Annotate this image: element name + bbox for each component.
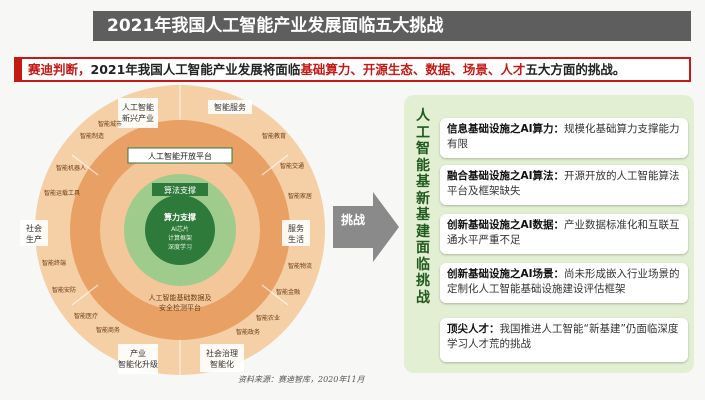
- open-platform-band: [127, 147, 233, 164]
- small-label-15: 智能城市: [98, 120, 122, 128]
- infrastructure-diagram: 人工智能 新兴产业 智能服务 社会 生产 服务 生活 产业 智能化升级 社会治理…: [20, 85, 325, 375]
- compute-line-2: 计算框架: [168, 234, 192, 242]
- small-label-4: 智能终端: [42, 259, 66, 267]
- compute-line-3: 深度学习: [168, 243, 192, 251]
- sector-label-service-life-1: 服务: [288, 223, 304, 233]
- sector-label-service: 智能服务: [214, 102, 246, 112]
- sector-box-social-production: [20, 220, 48, 246]
- arrow-label: 挑战: [340, 213, 365, 227]
- page-title: 2021年我国人工智能产业发展面临五大挑战: [93, 11, 691, 41]
- small-label-14: 智能政务: [236, 328, 260, 336]
- algorithm-band: [152, 183, 208, 196]
- source-note: 资料来源：赛迪智库，2020年11月: [238, 375, 365, 384]
- sector-dividers: [71, 85, 289, 375]
- small-label-10: 智能物流: [288, 262, 312, 270]
- sector-label-upgrade-2: 智能化升级: [118, 359, 158, 369]
- small-label-13: 智能商务: [96, 326, 120, 334]
- small-label-6: 智能医疗: [74, 312, 98, 320]
- challenge-arrow-icon: [333, 192, 399, 262]
- sector-label-social-production-1: 社会: [26, 223, 42, 233]
- challenge-head: 创新基础设施之AI场景：: [447, 268, 565, 280]
- compute-line-1: AI芯片: [171, 225, 189, 233]
- challenge-body: 尚未形成嵌入行业场景的定制化人工智能基础设施建设评估框架: [447, 268, 680, 295]
- small-label-2: 智能机器人: [56, 164, 86, 172]
- judgement-highlight: 基础算力、开源生态、数据、场景、人才: [300, 62, 526, 77]
- challenge-head: 融合基础设施之AI算法：: [447, 170, 565, 182]
- challenge-card-talent: 顶尖人才：我国推进人工智能“新基建”仍面临深度学习人才荒的挑战: [440, 318, 688, 362]
- compute-title: 算力支撑: [164, 212, 196, 222]
- small-label-5: 智能安防: [52, 286, 76, 294]
- small-label-7: 智能教育: [262, 132, 286, 140]
- challenge-head: 信息基础设施之AI算力：: [447, 123, 565, 135]
- data-platform-label-2: 安全检测平台: [159, 303, 201, 312]
- sector-label-governance-2: 智能化: [210, 359, 234, 369]
- judgement-text-2: 五大方面的挑战。: [525, 62, 626, 77]
- challenge-body: 产业数据标准化和互联互通水平严重不足: [447, 219, 680, 246]
- sector-label-emerging-1: 人工智能: [122, 102, 154, 112]
- sector-box-service-life: [282, 220, 310, 246]
- challenge-head: 创新基础设施之AI数据：: [447, 219, 565, 231]
- compute-core: [145, 195, 215, 265]
- small-label-3: 智能运载工具: [44, 189, 80, 197]
- judgement-banner: 赛迪判断，2021年我国人工智能产业发展将面临基础算力、开源生态、数据、场景、人…: [14, 57, 691, 82]
- small-label-9: 智能家居: [288, 192, 312, 200]
- judgement-prefix: 赛迪判断，: [28, 62, 91, 77]
- small-label-1: 智能制造: [80, 132, 104, 140]
- small-label-8: 智能交通: [280, 162, 304, 170]
- small-label-12: 智能农业: [256, 314, 280, 322]
- challenge-head: 顶尖人才：: [447, 323, 500, 335]
- sector-label-upgrade-1: 产业: [130, 348, 146, 358]
- sector-box-emerging: [118, 98, 158, 128]
- judgement-text-1: 2021年我国人工智能产业发展将面临: [90, 62, 301, 77]
- sector-label-service-life-2: 生活: [288, 234, 304, 244]
- challenge-card-data: 创新基础设施之AI数据：产业数据标准化和互联互通水平严重不足: [440, 214, 688, 254]
- sector-label-emerging-2: 新兴产业: [122, 113, 154, 123]
- challenge-card-scenario: 创新基础设施之AI场景：尚未形成嵌入行业场景的定制化人工智能基础设施建设评估框架: [440, 263, 688, 303]
- challenge-body: 我国推进人工智能“新基建”仍面临深度学习人才荒的挑战: [447, 323, 679, 350]
- sector-label-social-production-2: 生产: [26, 234, 42, 244]
- challenge-body: 开源开放的人工智能算法平台及框架缺失: [447, 170, 680, 197]
- open-platform-label: 人工智能开放平台: [148, 151, 212, 161]
- sector-box-service: [208, 100, 252, 114]
- challenge-body: 规模化基础算力支撑能力有限: [447, 123, 680, 150]
- panel-vertical-title: 人工智能基新基建面临挑战: [416, 108, 430, 306]
- outer-small-labels: 智能制造 智能机器人 智能运载工具 智能终端 智能安防 智能医疗 智能教育 智能…: [42, 120, 312, 336]
- sector-label-governance-1: 社会治理: [206, 348, 238, 358]
- sector-box-upgrade: [118, 344, 158, 374]
- data-platform-label-1: 人工智能基础数据及: [149, 293, 212, 302]
- challenge-card-algorithm: 融合基础设施之AI算法：开源开放的人工智能算法平台及框架缺失: [440, 165, 688, 205]
- algorithm-label: 算法支撑: [164, 185, 196, 195]
- sector-box-governance: [200, 344, 244, 372]
- challenge-card-compute: 信息基础设施之AI算力：规模化基础算力支撑能力有限: [440, 118, 688, 158]
- small-label-11: 智能金融: [276, 288, 300, 296]
